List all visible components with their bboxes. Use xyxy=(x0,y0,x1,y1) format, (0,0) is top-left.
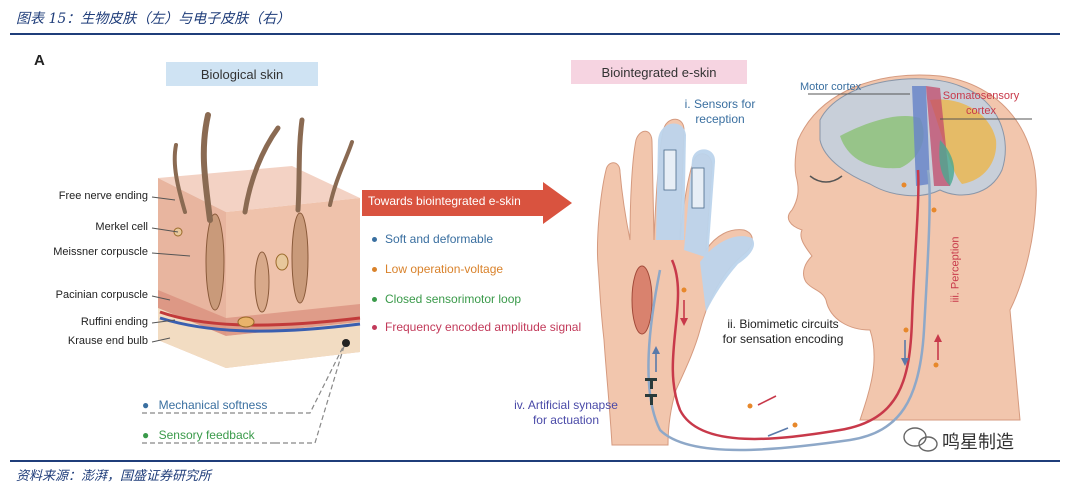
label-synapse-line2: for actuation xyxy=(532,413,600,427)
feature-text: Soft and deformable xyxy=(385,232,494,246)
label-meissner-corpuscle: Meissner corpuscle xyxy=(53,246,148,258)
feature-frequency-encoded: Frequency encoded amplitude signal xyxy=(372,320,581,334)
top-rule xyxy=(10,33,1060,35)
signal-dots xyxy=(681,182,939,428)
legend-mechanical-softness-text: Mechanical softness xyxy=(158,398,268,412)
legend-sensory-feedback-text: Sensory feedback xyxy=(158,428,255,442)
skin-block-illustration xyxy=(158,112,361,368)
bottom-rule xyxy=(10,460,1060,462)
watermark-text: 鸣星制造 xyxy=(942,432,1014,453)
label-somatosensory-cortex: Somatosensory cortex xyxy=(926,89,1036,119)
legend-connector-dot xyxy=(342,339,350,347)
label-somatosensory-line2: cortex xyxy=(966,105,996,117)
label-synapse-line1: iv. Artificial synapse xyxy=(514,398,618,412)
synapse-device xyxy=(645,378,657,405)
label-free-nerve-ending: Free nerve ending xyxy=(58,190,148,202)
label-circuits: ii. Biomimetic circuits for sensation en… xyxy=(708,317,858,347)
watermark-icon xyxy=(903,427,938,452)
label-perception: iii. Perception xyxy=(949,236,962,303)
label-pacinian-corpuscle: Pacinian corpuscle xyxy=(55,289,148,301)
legend-mechanical-softness: ● Mechanical softness xyxy=(142,398,267,412)
bullet-dot-icon xyxy=(372,297,377,303)
feature-text: Low operation-voltage xyxy=(385,262,504,276)
label-sensors-line1: i. Sensors for xyxy=(684,97,756,111)
bullet-dot-icon xyxy=(372,325,377,331)
label-merkel-cell: Merkel cell xyxy=(95,221,148,233)
towards-arrow xyxy=(362,182,572,224)
hand-illustration xyxy=(596,118,755,446)
label-circuits-line1: ii. Biomimetic circuits xyxy=(727,317,839,331)
feature-soft-deformable: Soft and deformable xyxy=(372,232,493,246)
legend-dashed-lines xyxy=(142,342,346,444)
label-ruffini-ending: Ruffini ending xyxy=(80,316,148,328)
feature-low-voltage: Low operation-voltage xyxy=(372,262,503,276)
legend-dot-icon: ● xyxy=(142,428,150,442)
label-sensors-line2: reception xyxy=(695,112,745,126)
figure-source: 资料来源：澎湃，国盛证券研究所 xyxy=(16,469,212,484)
panel-letter: A xyxy=(34,52,45,69)
biointegrated-eskin-title: Biointegrated e-skin xyxy=(571,60,747,84)
biological-skin-title: Biological skin xyxy=(166,62,318,86)
head-illustration xyxy=(787,74,1037,421)
right-label-leaders xyxy=(808,93,1032,120)
figure-caption-title: 图表 15：生物皮肤（左）与电子皮肤（右） xyxy=(16,11,291,27)
label-krause-end-bulb: Krause end bulb xyxy=(67,335,148,347)
label-somatosensory-line1: Somatosensory xyxy=(942,90,1020,102)
feature-text: Closed sensorimotor loop xyxy=(385,292,522,306)
feature-closed-loop: Closed sensorimotor loop xyxy=(372,292,521,306)
direction-arrows xyxy=(652,300,942,437)
label-motor-cortex: Motor cortex xyxy=(800,81,862,93)
legend-sensory-feedback: ● Sensory feedback xyxy=(142,428,255,442)
skin-label-leaders xyxy=(151,196,191,343)
neural-paths xyxy=(647,169,931,452)
label-sensors: i. Sensors for reception xyxy=(670,97,770,127)
feature-text: Frequency encoded amplitude signal xyxy=(385,320,582,334)
label-circuits-line2: for sensation encoding xyxy=(722,332,844,346)
label-synapse: iv. Artificial synapse for actuation xyxy=(498,398,634,428)
bullet-dot-icon xyxy=(372,237,377,243)
legend-dot-icon: ● xyxy=(142,398,150,412)
bullet-dot-icon xyxy=(372,267,377,273)
towards-arrow-label: Towards biointegrated e-skin xyxy=(368,194,521,208)
